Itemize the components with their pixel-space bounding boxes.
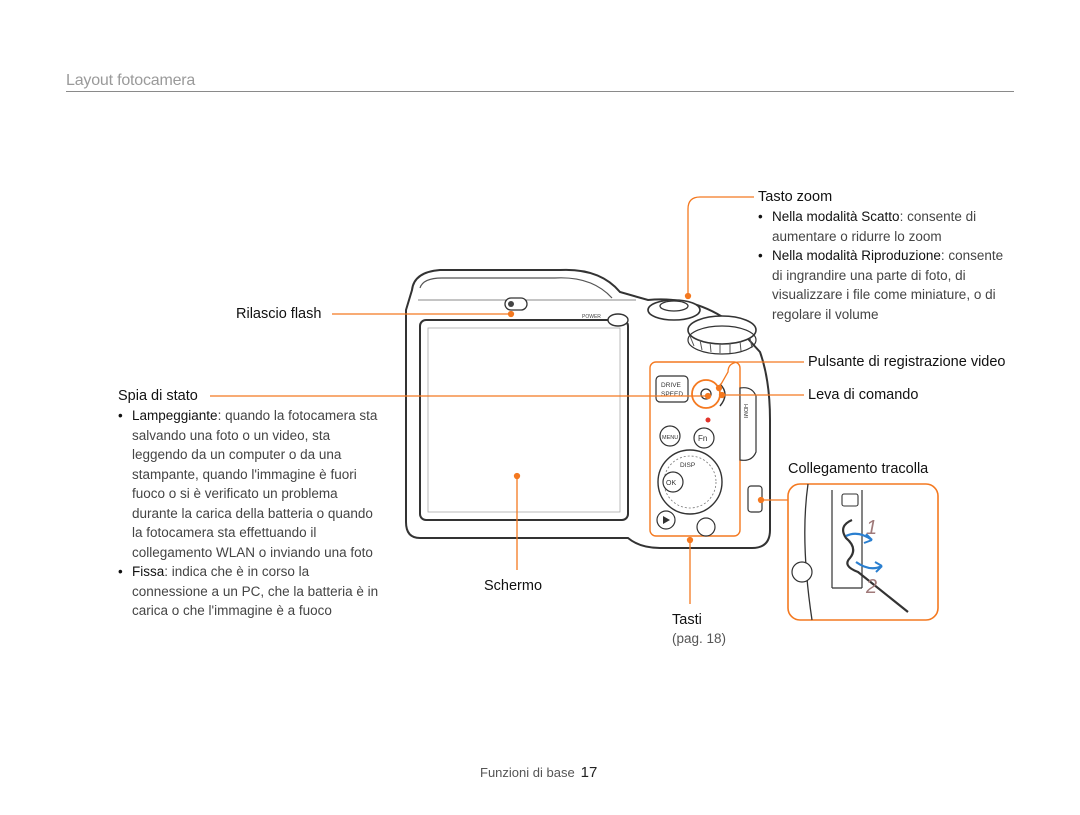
hdmi-port-cover	[739, 387, 757, 461]
svg-text:Fn: Fn	[698, 434, 707, 443]
strap-connection-label: Collegamento tracolla	[788, 461, 929, 477]
power-button	[607, 313, 629, 327]
delete-button	[696, 517, 716, 537]
status-lamp-description: Lampeggiante: quando la fotocamera sta s…	[118, 406, 380, 621]
strap-step-2: 2	[865, 576, 877, 598]
mode-dial	[687, 315, 757, 345]
zoom-button-label: Tasto zoom	[758, 189, 833, 205]
zoom-playback-mode-note: Nella modalità Riproduzione: consente di…	[758, 246, 1008, 324]
buttons-page-ref: (pag. 18)	[672, 631, 727, 646]
footer-section: Funzioni di base	[480, 765, 575, 780]
strap-cord	[842, 518, 909, 613]
shutter-button	[659, 300, 689, 312]
menu-button	[659, 425, 681, 447]
svg-text:DISP: DISP	[680, 462, 695, 469]
section-title: Layout fotocamera	[66, 72, 196, 89]
zoom-button-description: Nella modalità Scatto: consente di aumen…	[758, 207, 1008, 324]
video-record-label: Pulsante di registrazione video	[808, 354, 1006, 370]
svg-text:HDMI: HDMI	[742, 404, 748, 419]
title-rule	[66, 91, 1014, 92]
zoom-leader	[687, 196, 754, 295]
command-lever-label: Leva di comando	[808, 387, 919, 403]
buttons-label: Tasti	[672, 612, 702, 628]
status-steady-note: Fissa: indica che è in corso la connessi…	[118, 562, 380, 621]
strap-inset	[787, 483, 939, 621]
page-footer: Funzioni di base 17	[480, 764, 597, 781]
status-blinking-note: Lampeggiante: quando la fotocamera sta s…	[118, 406, 380, 562]
page-number: 17	[580, 764, 598, 781]
svg-text:MENU: MENU	[662, 435, 678, 441]
status-lamp	[705, 417, 711, 423]
svg-text:DRIVE: DRIVE	[661, 382, 682, 389]
flash-release-label: Rilascio flash	[236, 306, 322, 322]
status-lamp-label: Spia di stato	[118, 388, 198, 404]
power-label: POWER	[582, 314, 601, 320]
lcd-screen	[419, 319, 629, 521]
fn-button	[693, 427, 715, 449]
navigation-dial	[657, 449, 723, 515]
svg-text:OK: OK	[666, 480, 676, 487]
strap-step-1: 1	[866, 517, 877, 539]
screen-label: Schermo	[484, 578, 543, 594]
svg-text:SPEED: SPEED	[661, 391, 683, 398]
ok-button	[662, 471, 684, 493]
zoom-shoot-mode-note: Nella modalità Scatto: consente di aumen…	[758, 207, 1008, 246]
flash-release-switch	[504, 297, 528, 311]
drive-speed-button	[655, 375, 689, 403]
